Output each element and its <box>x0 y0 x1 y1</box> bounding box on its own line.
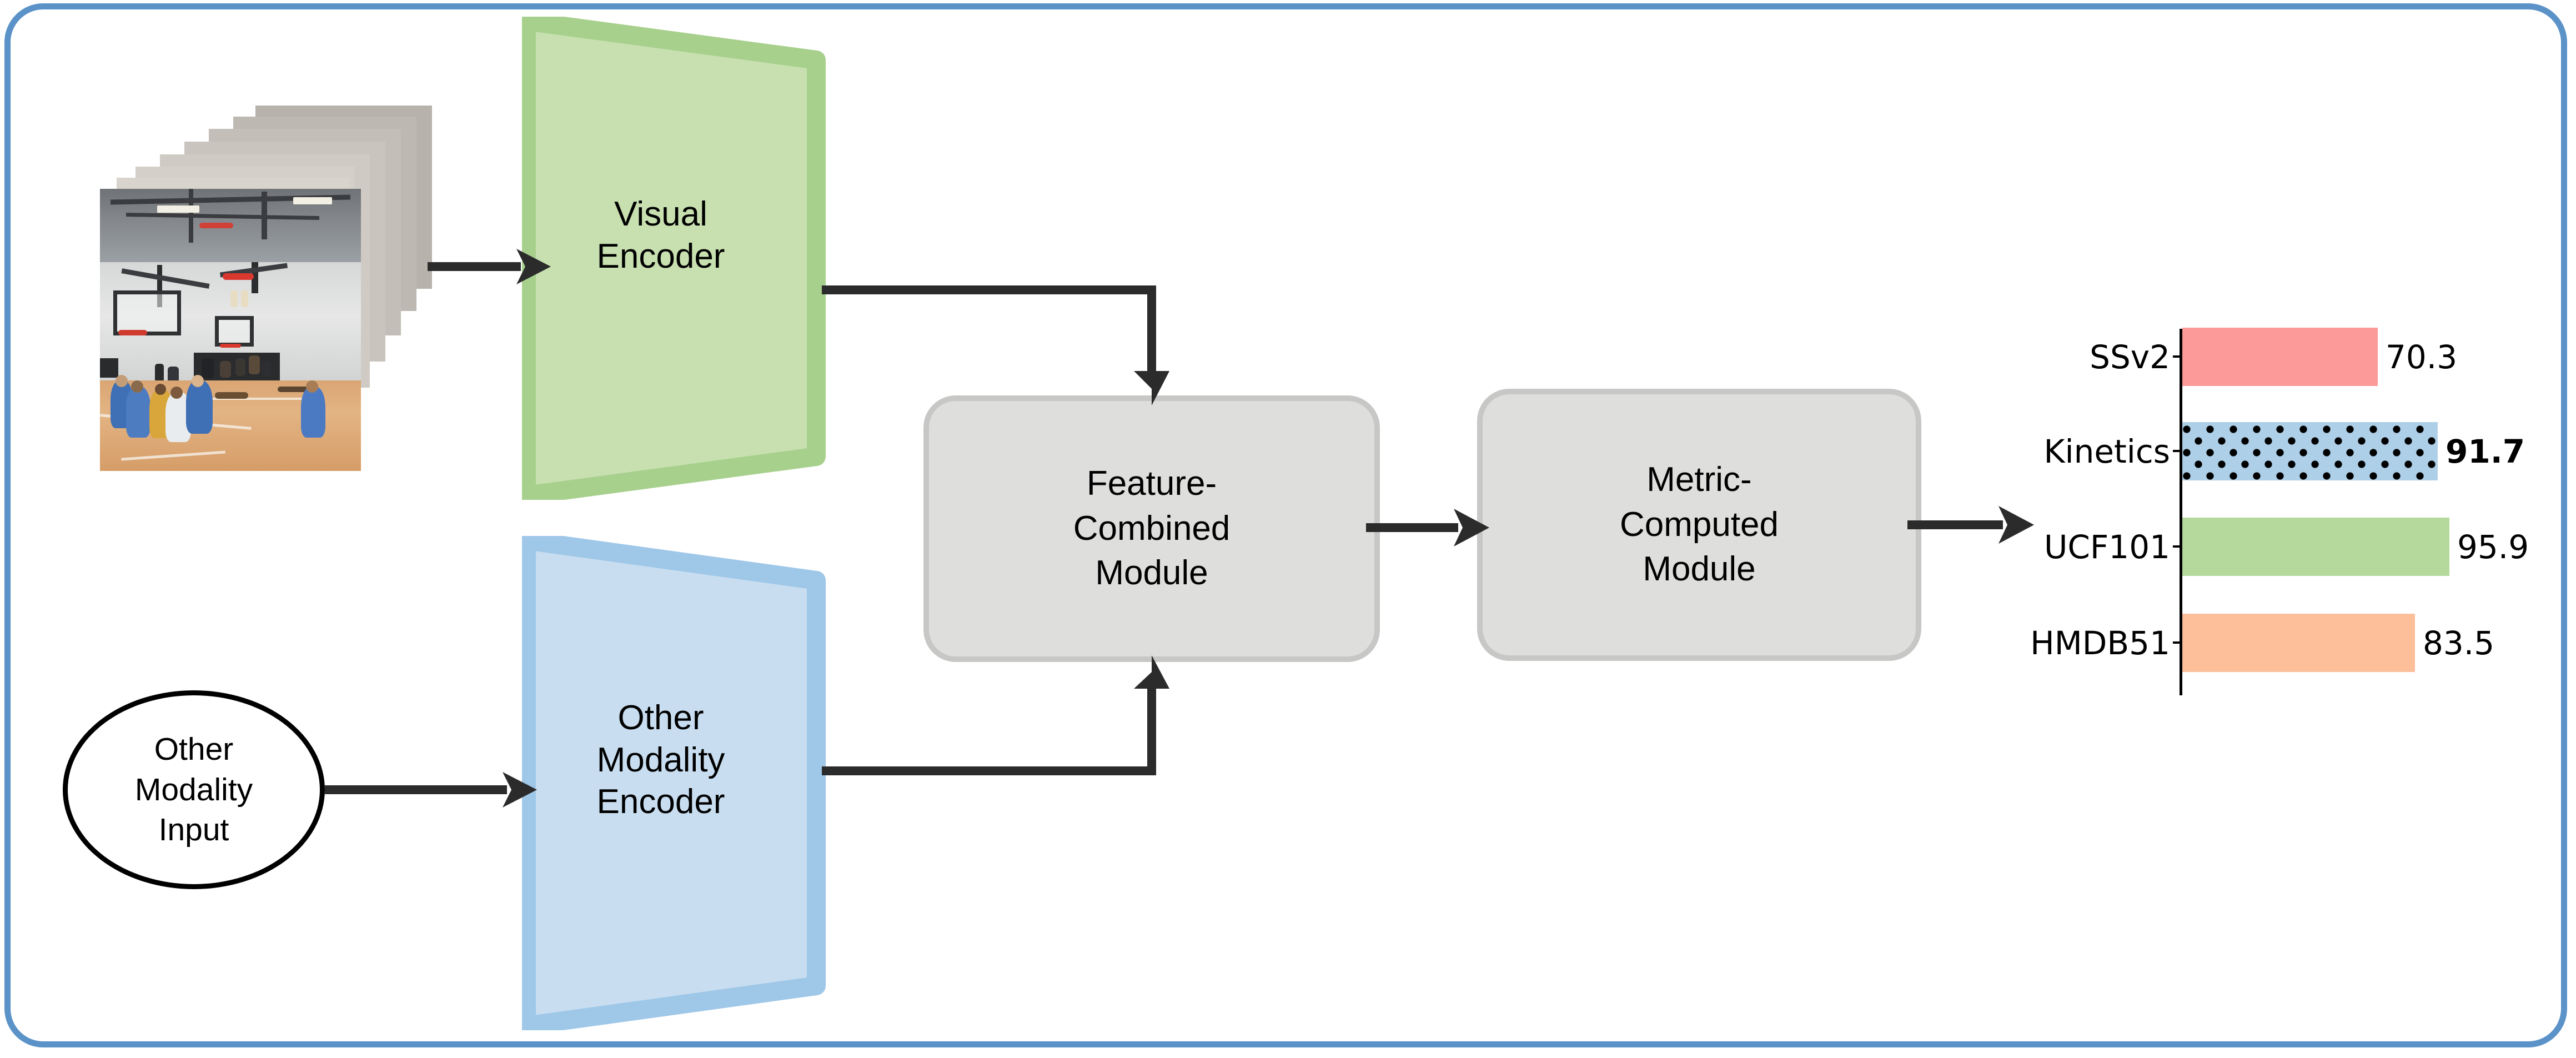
chart-tick <box>2173 545 2183 548</box>
connector-visual-encoder-to-feature-module <box>822 278 1177 411</box>
visual-encoder-shape <box>522 17 826 500</box>
connector-metric-module-to-chart <box>1907 503 2041 547</box>
chart-category-label: UCF101 <box>2043 528 2170 566</box>
arrowhead-right-icon <box>503 772 537 808</box>
chart-value-label: 70.3 <box>2386 338 2458 376</box>
feature-combined-module-label: Feature- Combined Module <box>1073 464 1231 593</box>
arrowhead-right-icon <box>516 249 551 284</box>
chart-category-label: HMDB51 <box>2030 624 2170 662</box>
connector-ellipse-to-other-encoder <box>325 768 541 812</box>
chart-bar-ucf101 <box>2182 518 2449 576</box>
chart-category-label: Kinetics <box>2043 432 2170 470</box>
arrowhead-up-icon <box>1134 655 1169 689</box>
connector-video-to-visual-encoder <box>428 244 555 289</box>
chart-tick <box>2173 641 2183 644</box>
chart-row-ucf101: UCF101 95.9 <box>1982 518 2538 576</box>
chart-value-label: 83.5 <box>2423 624 2495 662</box>
visual-encoder-label: Visual Encoder <box>596 195 725 275</box>
chart-row-kinetics: Kinetics 91.7 <box>1982 422 2538 480</box>
metric-computed-module-label: Metric- Computed Module <box>1619 460 1779 589</box>
arrowhead-right-icon <box>1998 506 2034 544</box>
other-modality-encoder-label: Other Modality Encoder <box>596 699 725 821</box>
video-frame-front <box>100 189 361 471</box>
chart-category-label: SSv2 <box>2090 338 2170 376</box>
arrowhead-right-icon <box>1454 509 1489 546</box>
results-bar-chart: SSv2 70.3 Kinetics 91.7 UCF101 95.9 HMDB… <box>1982 311 2538 722</box>
feature-combined-module[interactable]: Feature- Combined Module <box>923 395 1380 662</box>
chart-y-axis <box>2180 329 2182 695</box>
chart-value-label-highlight: 91.7 <box>2446 432 2525 470</box>
other-modality-input-label: Other Modality Input <box>134 731 253 848</box>
chart-bar-hmdb51 <box>2182 614 2415 672</box>
other-modality-encoder-shape <box>522 536 826 1030</box>
chart-bar-ssv2 <box>2182 328 2378 386</box>
arrowhead-down-icon <box>1134 371 1169 405</box>
chart-row-hmdb51: HMDB51 83.5 <box>1982 614 2538 672</box>
other-modality-input-ellipse[interactable]: Other Modality Input <box>63 690 325 889</box>
chart-tick <box>2173 355 2183 358</box>
chart-bar-kinetics <box>2182 422 2438 480</box>
visual-encoder[interactable]: Visual Encoder <box>522 17 838 500</box>
connector-other-encoder-to-feature-module <box>822 655 1177 789</box>
chart-value-label: 95.9 <box>2457 528 2529 566</box>
chart-row-ssv2: SSv2 70.3 <box>1982 328 2538 386</box>
video-frames-stack <box>100 106 444 472</box>
other-modality-encoder[interactable]: Other Modality Encoder <box>522 536 838 1030</box>
chart-tick <box>2173 450 2183 452</box>
connector-feature-module-to-metric-module <box>1366 505 1494 550</box>
metric-computed-module[interactable]: Metric- Computed Module <box>1477 389 1921 661</box>
